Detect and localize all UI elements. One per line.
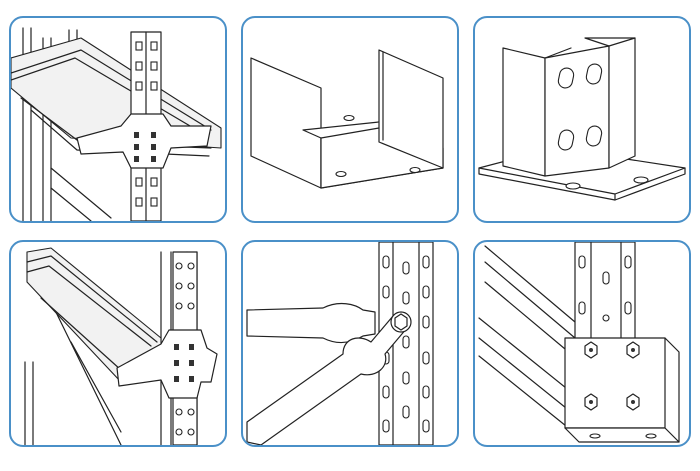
upright-slots	[135, 41, 158, 207]
beam-to-upright-connector-icon	[11, 27, 222, 221]
panel-beam-connector-bottom	[9, 240, 227, 447]
anchor-holes	[565, 176, 649, 190]
upright-base-plate-icon	[478, 37, 686, 201]
upright-perforations	[578, 255, 632, 322]
upright-perforations	[382, 255, 430, 433]
beam-to-upright-connector-icon	[24, 247, 218, 445]
panel-u-channel	[241, 16, 459, 223]
panel-beam-connector-top	[9, 16, 227, 223]
u-channel-bracket-icon	[250, 49, 444, 189]
panel-diagonal-brace	[241, 240, 459, 447]
panel-base-plate	[473, 16, 691, 223]
bolt	[390, 311, 412, 333]
floor-holes	[589, 433, 657, 439]
connector-hooks	[134, 132, 156, 162]
upright-slots	[175, 262, 195, 436]
connector-hooks	[174, 344, 194, 382]
anchor-bolts	[584, 341, 640, 411]
panel-floor-anchor	[473, 240, 691, 447]
diagonal-brace-bolt-icon	[246, 242, 434, 445]
channel-holes	[335, 114, 421, 178]
upright-slots	[557, 63, 603, 151]
bolted-floor-anchor-icon	[478, 242, 680, 443]
